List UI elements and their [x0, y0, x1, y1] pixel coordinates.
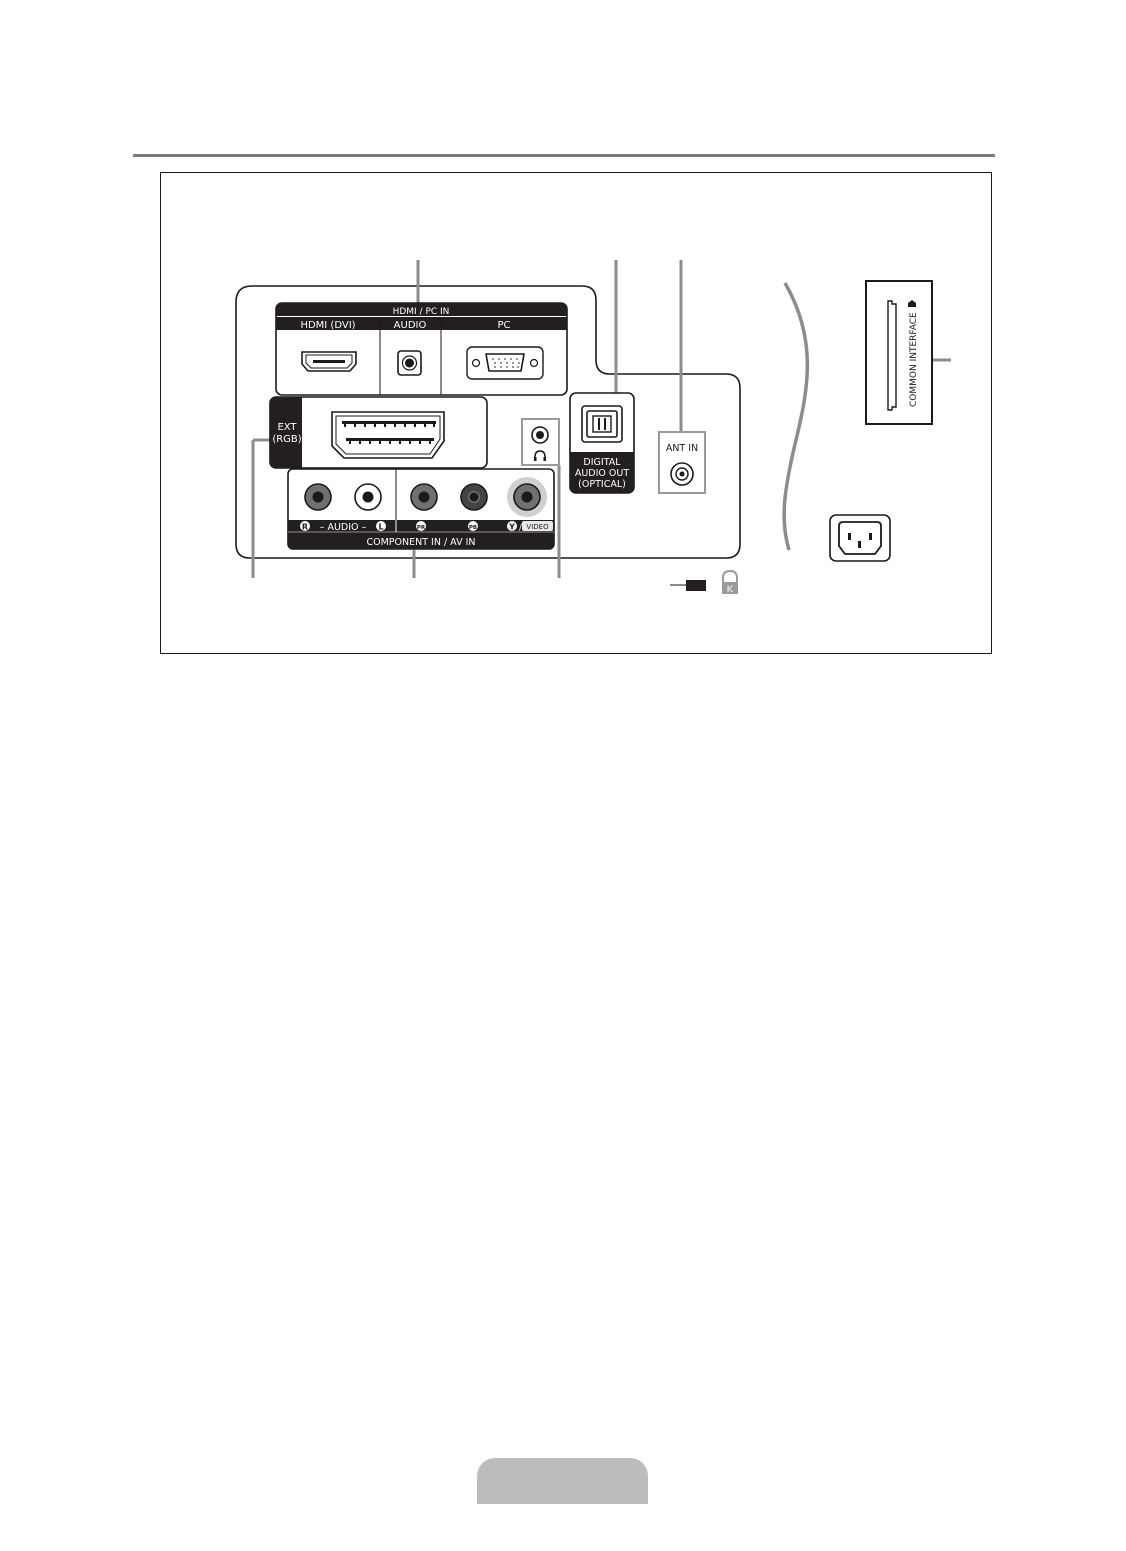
- ext-rgb-label: (RGB): [272, 434, 301, 445]
- svg-text:AUDIO OUT: AUDIO OUT: [575, 468, 629, 479]
- svg-text:/: /: [519, 523, 523, 533]
- headphone-group: [521, 418, 560, 466]
- ant-in-label: ANT IN: [666, 443, 698, 454]
- ci-arrow-icon: [908, 300, 916, 307]
- lock-shackle-icon: [722, 569, 738, 583]
- lock-icon: [722, 582, 738, 594]
- hdmi-pc-title: HDMI / PC IN: [393, 307, 450, 317]
- ci-label: COMMON INTERFACE: [909, 312, 919, 407]
- pr-jack-icon: [410, 483, 438, 511]
- common-interface-group: COMMON INTERFACE: [865, 280, 933, 425]
- audio-r-jack-icon: [304, 483, 332, 511]
- svg-text:R: R: [302, 523, 308, 532]
- digital-audio-out-group: DIGITAL AUDIO OUT (OPTICAL): [569, 392, 635, 494]
- panel-break-line: [782, 282, 810, 551]
- panel-outline: [235, 285, 741, 559]
- svg-text:L: L: [378, 523, 383, 532]
- header-rule: [133, 154, 995, 157]
- headphone-icon: [534, 450, 546, 460]
- svg-text:(OPTICAL): (OPTICAL): [578, 479, 626, 490]
- power-socket-icon: [829, 514, 891, 562]
- ant-in-group: ANT IN: [658, 431, 706, 494]
- video-label: VIDEO: [526, 523, 549, 531]
- hdmi-pc-group: HDMI / PC IN HDMI (DVI) AUDIO PC: [275, 302, 568, 396]
- col-hdmi-label: HDMI (DVI): [300, 320, 355, 331]
- pr-label: PR: [417, 525, 426, 531]
- page-number-tab: [477, 1458, 648, 1504]
- diagram-frame: [160, 172, 992, 654]
- scart-port-icon: [331, 411, 445, 459]
- rear-panel-diagram: HDMI / PC IN HDMI (DVI) AUDIO PC: [235, 260, 951, 595]
- ci-slot-icon: [887, 300, 897, 411]
- ext-rgb-group: EXT (RGB): [269, 396, 488, 469]
- ext-label: EXT: [277, 422, 297, 433]
- audio-jack-icon: [397, 350, 422, 376]
- hdmi-port-icon: [301, 351, 357, 372]
- y-label: Y: [508, 523, 515, 532]
- pb-jack-icon: [460, 483, 488, 511]
- svg-text:DIGITAL: DIGITAL: [583, 457, 621, 468]
- coax-port-icon: [670, 462, 694, 486]
- component-av-group: R – AUDIO – L PR PB Y / VIDEO COMPONENT …: [287, 468, 555, 550]
- kensington-lock-group: K: [670, 569, 738, 595]
- y-video-jack-icon: [507, 477, 547, 517]
- optical-port-icon: [581, 405, 623, 443]
- audio-label: – AUDIO –: [320, 522, 367, 533]
- pb-label: PB: [469, 525, 477, 531]
- component-title: COMPONENT IN / AV IN: [366, 537, 475, 548]
- vga-port-icon: [466, 346, 544, 380]
- col-pc-label: PC: [497, 320, 510, 331]
- audio-l-jack-icon: [354, 483, 382, 511]
- col-audio-label: AUDIO: [394, 320, 427, 331]
- svg-text:K: K: [727, 585, 735, 595]
